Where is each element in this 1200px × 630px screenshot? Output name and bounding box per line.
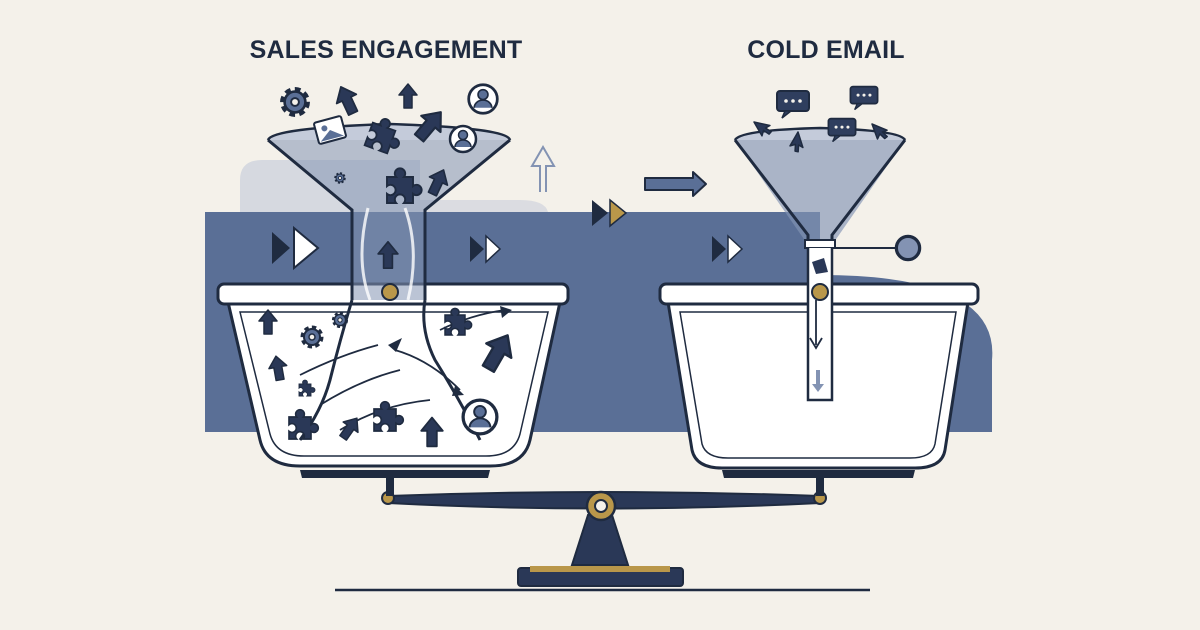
right-arrow-icon <box>644 171 707 197</box>
sales-engagement-label: SALES ENGAGEMENT <box>249 36 523 64</box>
image-card-icon <box>313 115 347 145</box>
flow-arrow-icon <box>712 234 744 264</box>
tub-contents <box>258 299 522 448</box>
gear-icon <box>331 311 349 329</box>
flow-arrow-icon <box>592 198 628 228</box>
right-funnel <box>733 85 922 402</box>
gear-icon <box>303 328 321 346</box>
flow-arrow-icon <box>272 225 320 271</box>
user-avatar-icon <box>461 398 499 436</box>
chat-bubble-icon <box>776 90 810 119</box>
arrow-icon <box>398 83 418 109</box>
gear-icon <box>334 172 346 184</box>
arrow-icon <box>330 81 364 119</box>
user-avatar-icon <box>467 83 499 115</box>
user-avatar-icon <box>448 124 478 154</box>
left-funnel <box>266 102 512 301</box>
cold-email-label: COLD EMAIL <box>747 36 905 64</box>
flow-arrow-icon <box>470 234 502 264</box>
chat-bubble-icon <box>849 85 879 111</box>
balance-scale <box>335 490 870 592</box>
icons-above-funnel <box>283 81 499 119</box>
gear-icon <box>283 90 306 113</box>
up-arrow-icon <box>530 145 556 192</box>
